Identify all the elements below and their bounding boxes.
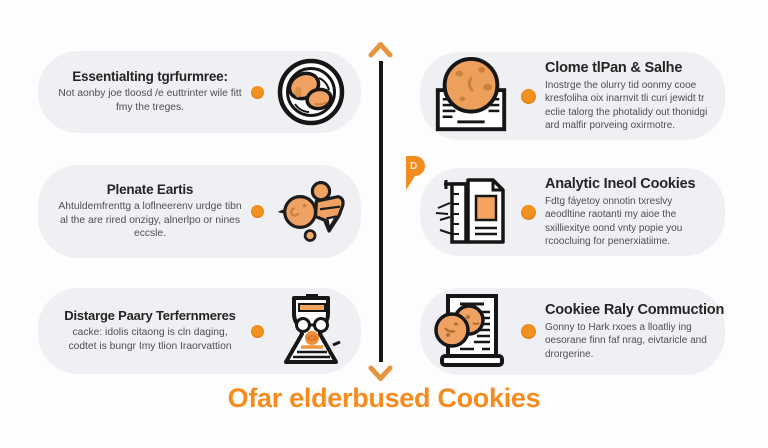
card-body: Fdtg fáyetoy onnotin txreslvy aeodltine … bbox=[545, 196, 683, 247]
timeline-line bbox=[379, 61, 383, 362]
chevron-down-icon bbox=[368, 365, 393, 381]
card-text-block: Analytic Ineol Cookies Fdtg fáyetoy onno… bbox=[545, 176, 711, 248]
card-body: cacke: idolis citaong is cln daging, cod… bbox=[68, 327, 232, 352]
chevron-up-icon bbox=[368, 42, 393, 58]
analytics-report-icon bbox=[430, 172, 512, 252]
card-text-block: Cookiee Raly Commuction Gonny to Hark rx… bbox=[545, 302, 725, 361]
bullet-dot-icon bbox=[251, 85, 264, 99]
bullet-dot-icon bbox=[521, 88, 536, 104]
bullet-dot-icon bbox=[521, 204, 536, 220]
card-text-block: Distarge Paary Terfernmeres cacke: idoli… bbox=[58, 308, 242, 353]
card-title: Analytic Ineol Cookies bbox=[545, 176, 696, 193]
card-plenate-cookies: Plenate Eartis Ahtuldemfrenttg a loflnee… bbox=[38, 165, 361, 258]
card-title: Distarge Paary Terfernmeres bbox=[64, 308, 236, 324]
card-body: Gonny to Hark rxoes a lloatliy ing oesor… bbox=[545, 322, 707, 360]
card-text-block: Clome tlPan & Salhe Inostrge the olurry … bbox=[545, 60, 711, 132]
card-title: Essentialting tgrfurmree: bbox=[72, 69, 228, 85]
card-clome-plan: Clome tlPan & Salhe Inostrge the olurry … bbox=[420, 52, 725, 140]
cookies-plate-icon bbox=[273, 56, 349, 128]
card-distarge-cookies: Distarge Paary Terfernmeres cacke: idoli… bbox=[38, 288, 361, 374]
card-body: Not aonby joe tloosd /e euttrinter wile … bbox=[58, 88, 242, 113]
card-essential-cookies: Essentialting tgrfurmree: Not aonby joe … bbox=[38, 51, 361, 133]
cookies-list-icon bbox=[430, 290, 512, 374]
cookie-crumbs-icon bbox=[273, 172, 349, 252]
card-cookie-commuction: Cookiee Raly Commuction Gonny to Hark rx… bbox=[420, 288, 725, 375]
card-title: Plenate Eartis bbox=[106, 182, 194, 198]
cookie-document-icon bbox=[430, 55, 512, 137]
card-body: Inostrge the olurry tid oonmy cooe kresf… bbox=[545, 80, 708, 131]
bullet-dot-icon bbox=[251, 324, 264, 338]
bullet-dot-icon bbox=[521, 324, 536, 339]
map-pin-icon: D bbox=[406, 156, 425, 190]
svg-text:D: D bbox=[410, 161, 417, 172]
card-title: Clome tlPan & Salhe bbox=[545, 60, 683, 77]
cookie-grinder-icon bbox=[273, 292, 349, 370]
card-body: Ahtuldemfrenttg a loflneerenv urdge tibn… bbox=[58, 201, 242, 240]
bullet-dot-icon bbox=[251, 205, 264, 218]
card-text-block: Plenate Eartis Ahtuldemfrenttg a loflnee… bbox=[58, 182, 242, 241]
card-analytic-cookies: Analytic Ineol Cookies Fdtg fáyetoy onno… bbox=[420, 168, 725, 256]
card-text-block: Essentialting tgrfurmree: Not aonby joe … bbox=[58, 69, 242, 114]
page-title: Ofar elderbused Cookies bbox=[227, 383, 541, 413]
card-title: Cookiee Raly Commuction bbox=[545, 302, 725, 319]
